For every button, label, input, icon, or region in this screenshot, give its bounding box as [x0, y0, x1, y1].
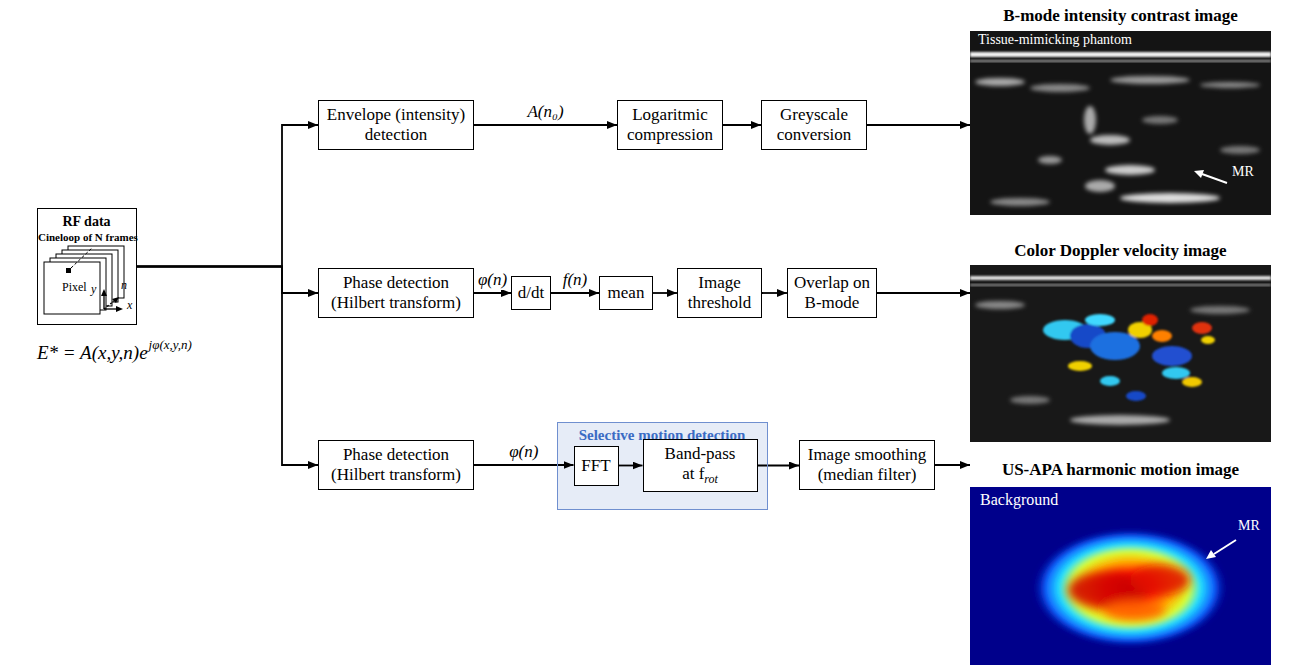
node-text: MR	[1238, 518, 1260, 533]
axis-label: y	[91, 283, 96, 296]
box-text: mean	[608, 283, 645, 303]
connector-arrow	[867, 124, 970, 126]
node-text: MR	[1232, 164, 1254, 179]
node-text: Phase detection (Hilbert transform)	[331, 445, 461, 484]
node-text: Image threshold	[688, 273, 751, 312]
process-box: Band-pass at frot	[643, 439, 758, 491]
node-text: Color Doppler velocity image	[970, 241, 1271, 261]
node-text: Logaritmic compression	[627, 105, 713, 144]
connector-arrow	[137, 125, 318, 267]
process-box: Envelope (intensity) detection	[318, 100, 474, 150]
node-text: Tissue-mimicking phantom	[978, 32, 1132, 47]
connector-arrow	[137, 267, 318, 466]
connector-arrow	[474, 292, 511, 294]
edge-label: φ(n)	[476, 271, 509, 290]
axes	[101, 289, 123, 312]
process-box: mean	[599, 276, 653, 310]
box-text: Image threshold	[682, 273, 757, 312]
frame-stack	[44, 246, 124, 314]
connector-arrow	[935, 464, 970, 466]
process-box: FFT	[574, 446, 619, 486]
connector-arrow	[653, 292, 677, 294]
box-text: Envelope (intensity) detection	[323, 105, 469, 144]
node-text: RF data	[38, 214, 135, 229]
connector-arrow	[551, 292, 599, 294]
box-text: d/dt	[518, 283, 544, 303]
box-text: Band-pass at frot	[659, 444, 742, 486]
edge-label: A(n₀)	[525, 103, 565, 122]
axis-label: x	[127, 299, 132, 312]
node-text: Image smoothing (median filter)	[808, 445, 927, 484]
node-text: rot	[704, 472, 718, 486]
node-text: B-mode intensity contrast image	[970, 6, 1271, 26]
formula: E* = A(x,y,n)e	[37, 342, 148, 365]
box-text: Overlap on B-mode	[792, 273, 872, 312]
node-text: Greyscale conversion	[777, 105, 852, 144]
connector-arrow	[474, 124, 617, 126]
data-block: RF dataCineloop of N framesPixel	[37, 208, 137, 325]
node-text: FFT	[581, 456, 610, 475]
process-box: Logaritmic compression	[617, 100, 723, 150]
pixel-marker	[66, 268, 71, 273]
box-text: Image smoothing (median filter)	[804, 445, 930, 484]
process-box: Image threshold	[677, 268, 762, 318]
edge-label: φ(n)	[507, 443, 540, 462]
group-fill	[557, 422, 768, 510]
connector-arrow	[137, 267, 318, 294]
connector-arrow	[758, 465, 800, 467]
connector-arrow	[877, 292, 970, 294]
image-panel: B-mode intensity contrast imageTissue-mi…	[970, 6, 1271, 215]
process-box: Image smoothing (median filter)	[799, 440, 935, 490]
process-box: Phase detection (Hilbert transform)	[318, 268, 474, 318]
node-text: Pixel	[62, 281, 87, 294]
bmode-image	[970, 31, 1271, 215]
process-box: d/dt	[511, 276, 551, 310]
process-box: Overlap on B-mode	[787, 268, 877, 318]
box-text: FFT	[581, 456, 610, 476]
connector-arrow	[619, 465, 643, 467]
image-panel: US-APA harmonic motion imageBackgroundMR	[970, 460, 1271, 665]
edge-label: f(n)	[561, 271, 590, 290]
box-text: Phase detection (Hilbert transform)	[323, 273, 469, 312]
doppler-image	[970, 265, 1271, 442]
group-box: Selective motion detectionFFTBand-pass a…	[557, 422, 768, 510]
node-text: Envelope (intensity) detection	[327, 105, 465, 144]
node-text: mean	[608, 283, 645, 302]
node-text: Phase detection (Hilbert transform)	[331, 273, 461, 312]
node-text: Overlap on B-mode	[794, 273, 870, 312]
process-box: Greyscale conversion	[761, 100, 867, 150]
axis-label: n	[121, 279, 127, 292]
process-box: Phase detection (Hilbert transform)	[318, 440, 474, 490]
connector-arrow	[723, 124, 761, 126]
node-text: Band-pass at f	[665, 444, 736, 483]
formula-exponent: jφ(x,y,n)	[149, 338, 192, 352]
harmonic-motion-image	[970, 487, 1271, 665]
node-text: d/dt	[518, 283, 544, 302]
pixel-depth-line	[71, 248, 92, 268]
node-text: US-APA harmonic motion image	[970, 460, 1271, 480]
box-text: Logaritmic compression	[622, 105, 718, 144]
box-text: Phase detection (Hilbert transform)	[323, 445, 469, 484]
connector-arrow	[762, 292, 787, 294]
node-text: Cineloop of N frames	[38, 231, 135, 243]
node-text: Background	[980, 491, 1058, 509]
image-panel: Color Doppler velocity image	[970, 241, 1271, 442]
box-text: Greyscale conversion	[766, 105, 862, 144]
connector-arrow	[474, 464, 574, 466]
